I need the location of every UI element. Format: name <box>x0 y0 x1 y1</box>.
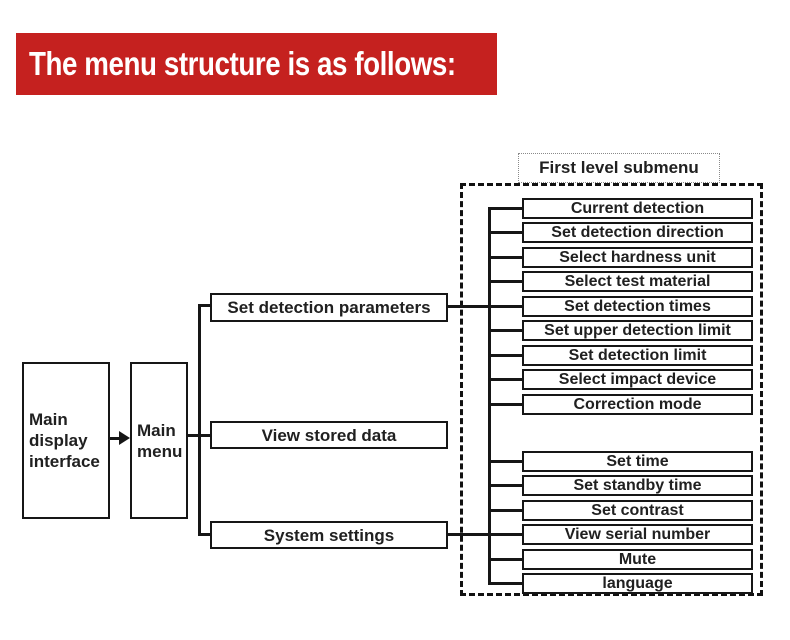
submenu-item-set-detection-direction: Set detection direction <box>522 222 753 243</box>
submenu-item-set-time: Set time <box>522 451 753 472</box>
node-main-menu: Main menu <box>130 362 188 519</box>
node-set-detection-parameters: Set detection parameters <box>210 293 448 322</box>
submenu-item-select-hardness-unit: Select hardness unit <box>522 247 753 268</box>
node-set-detection-parameters-label: Set detection parameters <box>227 298 431 317</box>
connector-line <box>488 305 522 308</box>
connector-line <box>488 460 522 463</box>
connector-line <box>488 378 522 381</box>
connector-line <box>488 484 522 487</box>
arrow-right-icon <box>119 431 130 445</box>
node-view-stored-data-label: View stored data <box>261 425 397 445</box>
submenu-item-select-test-material: Select test material <box>522 271 753 292</box>
connector-line <box>446 533 522 536</box>
node-system-settings: System settings <box>210 521 448 549</box>
submenu-item-set-contrast: Set contrast <box>522 500 753 521</box>
node-view-stored-data: View stored data <box>210 421 448 449</box>
connector-line <box>488 329 522 332</box>
connector-line <box>488 533 522 536</box>
first-level-submenu-label-text: First level submenu <box>539 158 699 177</box>
connector-line <box>446 305 522 308</box>
connector-line <box>488 558 522 561</box>
connector-line <box>488 582 522 585</box>
submenu-item-mute: Mute <box>522 549 753 570</box>
submenu-item-select-impact-device: Select impact device <box>522 369 753 390</box>
connector-line <box>488 509 522 512</box>
connector-line <box>488 207 491 585</box>
submenu-item-set-standby-time: Set standby time <box>522 475 753 496</box>
first-level-submenu-label: First level submenu <box>518 153 720 183</box>
node-main-menu-label: Main menu <box>137 420 183 461</box>
submenu-item-set-detection-limit: Set detection limit <box>522 345 753 366</box>
connector-line <box>198 304 201 536</box>
connector-line <box>488 403 522 406</box>
connector-line <box>198 304 212 307</box>
page-title: The menu structure is as follows: <box>29 45 456 82</box>
connector-line <box>198 533 212 536</box>
connector-line <box>488 231 522 234</box>
node-main-display-interface-label: Main display interface <box>29 410 100 471</box>
submenu-item-view-serial-number: View serial number <box>522 524 753 545</box>
title-banner: The menu structure is as follows: <box>16 33 497 95</box>
first-level-submenu-frame <box>460 183 763 596</box>
connector-line <box>110 437 121 440</box>
connector-line <box>488 354 522 357</box>
connector-line <box>488 256 522 259</box>
submenu-item-set-detection-times: Set detection times <box>522 296 753 317</box>
submenu-item-current-detection: Current detection <box>522 198 753 219</box>
submenu-item-language: language <box>522 573 753 594</box>
connector-line <box>488 280 522 283</box>
submenu-item-set-upper-detection-limit: Set upper detection limit <box>522 320 753 341</box>
connector-line <box>488 207 522 210</box>
node-main-display-interface: Main display interface <box>22 362 110 519</box>
node-system-settings-label: System settings <box>263 525 395 545</box>
submenu-item-correction-mode: Correction mode <box>522 394 753 415</box>
